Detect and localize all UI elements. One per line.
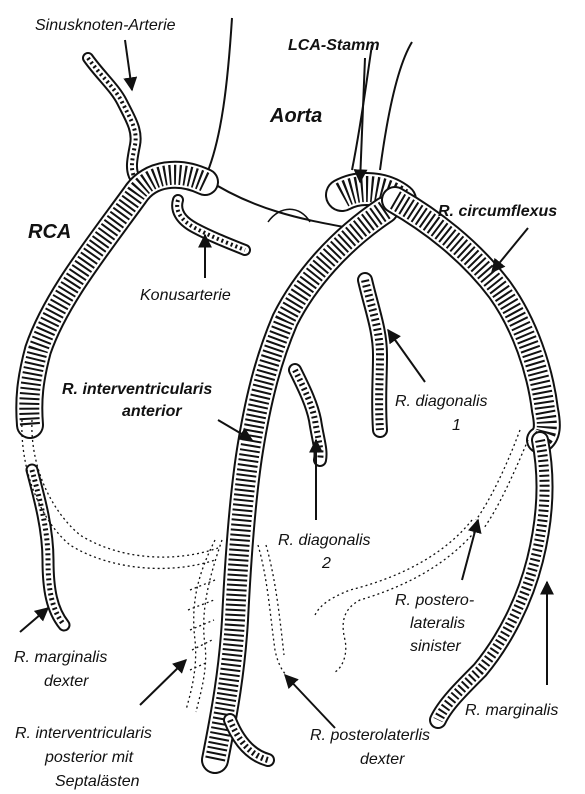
arrow-sinusknoten: [125, 40, 132, 90]
arrow-ri-posterior: [140, 660, 186, 705]
vessel-riva: [215, 210, 385, 760]
arrow-posterolateralis-dexter: [285, 675, 335, 728]
label-ri-posterior-line1: R. interventricularis: [15, 725, 152, 742]
label-posterolateralis-dexter-line1: R. posterolaterlis: [310, 727, 430, 744]
label-ri-posterior-line3: Septalästen: [55, 773, 140, 790]
label-diagonalis-1-line1: R. diagonalis: [395, 393, 488, 410]
vessel-diagonalis-1: [365, 280, 380, 430]
label-riva-line1: R. interventricularis: [62, 381, 212, 398]
vessel-konusarterie: [177, 200, 245, 250]
label-aorta: Aorta: [269, 105, 322, 127]
label-marginalis: R. marginalis: [465, 702, 558, 719]
label-posterolateralis-dexter-line2: dexter: [360, 751, 405, 768]
label-riva-line2: anterior: [122, 403, 182, 420]
dotted-posterior-branches: [22, 420, 528, 712]
label-sinusknoten-arterie: Sinusknoten-Arterie: [35, 17, 176, 34]
label-rca: RCA: [28, 221, 71, 243]
label-postero-lateralis-line2: lateralis: [410, 615, 465, 632]
label-konusarterie: Konusarterie: [140, 287, 231, 304]
arrow-circumflexus: [492, 228, 528, 272]
label-ri-posterior-line2: posterior mit: [44, 749, 134, 766]
arrow-diagonalis-1: [388, 330, 425, 382]
label-diagonalis-1-line2: 1: [452, 417, 461, 434]
label-postero-lateralis-line3: sinister: [410, 638, 461, 655]
arrow-marginalis-dexter: [20, 608, 48, 632]
label-diagonalis-2-line2: 2: [321, 555, 331, 572]
label-postero-lateralis-line1: R. postero-: [395, 592, 474, 609]
vessel-riva-split: [230, 720, 268, 760]
label-marginalis-dexter-line2: dexter: [44, 673, 89, 690]
label-marginalis-dexter-line1: R. marginalis: [14, 649, 107, 666]
label-lca-stamm: LCA-Stamm: [288, 37, 380, 54]
label-circumflexus: R. circumflexus: [438, 203, 557, 220]
vessel-marginalis: [438, 440, 545, 720]
vessel-sinusknoten-arterie: [88, 58, 136, 178]
label-diagonalis-2-line1: R. diagonalis: [278, 532, 371, 549]
